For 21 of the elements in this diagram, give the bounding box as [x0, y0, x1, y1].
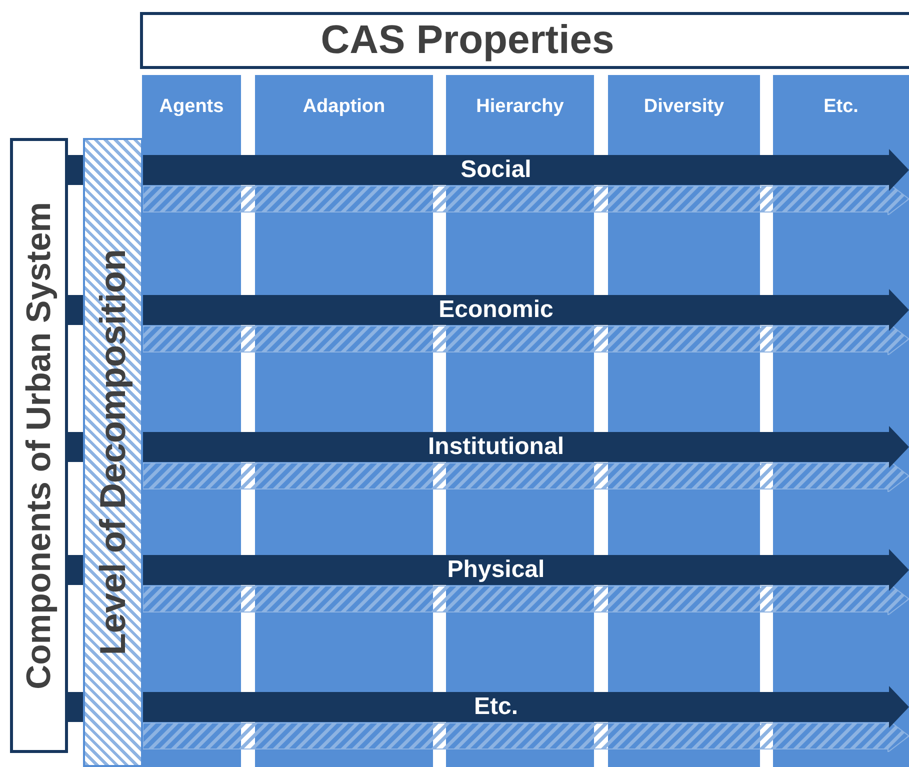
column-header: Etc. — [824, 96, 858, 119]
row-label: Institutional — [428, 433, 564, 461]
title-text: CAS Properties — [320, 18, 614, 63]
row-label: Etc. — [474, 693, 518, 721]
arrow-band — [143, 686, 909, 728]
column-header: Agents — [159, 96, 224, 119]
side-box — [10, 138, 68, 753]
arrow-band — [143, 549, 909, 591]
column-header: Hierarchy — [476, 96, 564, 119]
column-header: Adaption — [302, 96, 386, 119]
row-label: Economic — [438, 296, 554, 324]
side-label: Components of Urban System — [20, 202, 58, 690]
arrow-band — [143, 289, 909, 331]
row-label: Physical — [447, 556, 545, 584]
side-label: Level of Decomposition — [92, 249, 134, 656]
row-label: Social — [460, 156, 532, 184]
hatched-box — [83, 138, 143, 767]
arrow-band — [143, 149, 909, 191]
title-box — [140, 12, 909, 69]
column-header: Diversity — [644, 96, 724, 119]
arrow-band — [143, 426, 909, 468]
